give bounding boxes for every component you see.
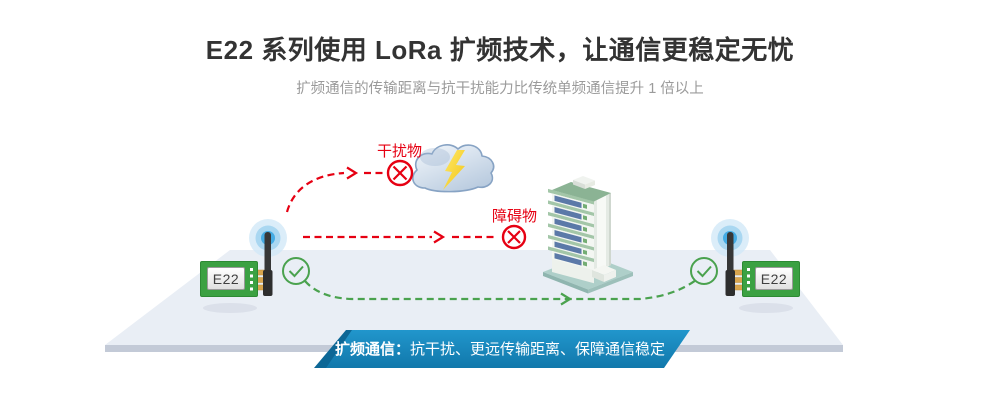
module-label-panel: E22: [207, 267, 245, 290]
module-shadow-right: [739, 303, 793, 313]
banner-text-prefix: 扩频通信：: [334, 341, 410, 358]
interference-cross-icon: [386, 159, 414, 187]
lora-module-right: E22: [742, 261, 800, 297]
obstacle-label: 障碍物: [492, 208, 538, 225]
arrow-icon: [560, 292, 573, 306]
module-label: E22: [760, 270, 788, 287]
banner-text: 扩频通信：抗干扰、更远传输距离、保障通信稳定: [320, 337, 680, 363]
building-icon: [543, 176, 633, 294]
success-path: [282, 257, 718, 306]
check-circle-icon-left: [282, 257, 310, 285]
obstacle-path: [303, 224, 527, 250]
page-subtitle: 扩频通信的传输距离与抗干扰能力比传统单频通信提升 1 倍以上: [296, 81, 704, 97]
interference-label: 干扰物: [377, 143, 423, 160]
check-circle-icon-right: [690, 257, 718, 285]
banner-text-body: 抗干扰、更远传输距离、保障通信稳定: [410, 341, 666, 358]
module-label-panel: E22: [755, 267, 793, 290]
antenna-icon-left: [263, 232, 273, 296]
arrow-icon: [346, 166, 359, 180]
interference-path: [285, 159, 414, 213]
module-pins-icon: [250, 268, 253, 291]
obstacle-cross-icon: [501, 224, 527, 250]
antenna-icon-right: [725, 232, 735, 296]
module-label: E22: [212, 270, 240, 287]
banner-ribbon: [314, 330, 690, 368]
lora-module-left: E22: [200, 261, 258, 297]
module-shadow-left: [203, 303, 257, 313]
cloud-lightning-icon: [412, 144, 495, 193]
lightning-icon: [443, 150, 465, 190]
module-pins-icon: [747, 268, 750, 291]
arrow-icon: [433, 230, 446, 244]
page-title: E22 系列使用 LoRa 扩频技术，让通信更稳定无忧: [205, 35, 795, 65]
